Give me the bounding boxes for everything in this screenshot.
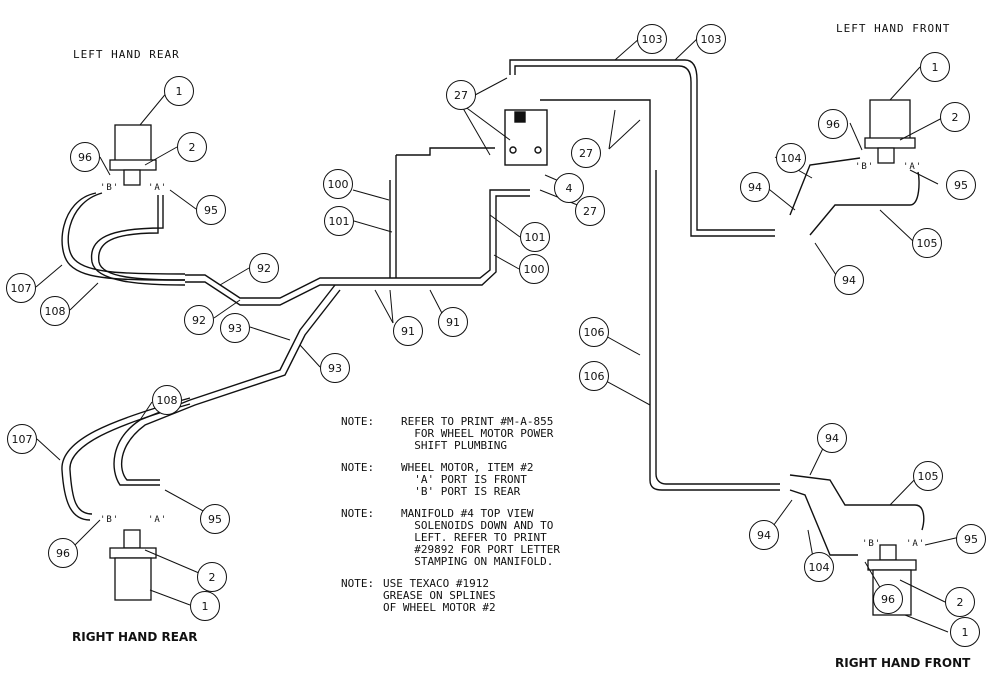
note-2: NOTE: WHEEL MOTOR, ITEM #2 'A' PORT IS F…	[341, 462, 560, 498]
balloon-rhf-94-a: 94	[817, 423, 847, 453]
balloon-lhf-96: 96	[818, 109, 848, 139]
balloon-lhf-94-b: 94	[834, 265, 864, 295]
balloon-lhr-96: 96	[70, 142, 100, 172]
hose-lines	[61, 59, 925, 556]
balloon-rhf-96: 96	[873, 584, 903, 614]
balloon-101-a: 101	[324, 206, 354, 236]
label-right-hand-rear: RIGHT HAND REAR	[72, 630, 198, 644]
balloon-rhf-94-b: 94	[749, 520, 779, 550]
label-left-hand-rear: LEFT HAND REAR	[73, 48, 180, 61]
notes-block: NOTE: REFER TO PRINT #M-A-855 FOR WHEEL …	[341, 416, 560, 624]
balloon-103-b: 103	[696, 24, 726, 54]
balloon-lhf-95: 95	[946, 170, 976, 200]
balloon-rhf-105: 105	[913, 461, 943, 491]
hose-91	[370, 189, 530, 279]
balloon-lhr-95: 95	[196, 195, 226, 225]
balloon-rhf-104: 104	[804, 552, 834, 582]
label-left-hand-front: LEFT HAND FRONT	[836, 22, 951, 35]
balloon-lhf-1: 1	[920, 52, 950, 82]
balloon-93-a: 93	[220, 313, 250, 343]
balloon-rhr-2: 2	[197, 562, 227, 592]
balloon-rhr-108: 108	[152, 385, 182, 415]
balloon-lhr-1: 1	[164, 76, 194, 106]
balloon-rhr-95: 95	[200, 504, 230, 534]
balloon-100-b: 100	[519, 254, 549, 284]
balloon-lhr-108: 108	[40, 296, 70, 326]
balloon-92-a: 92	[249, 253, 279, 283]
balloon-rhr-96: 96	[48, 538, 78, 568]
balloon-91-b: 91	[438, 307, 468, 337]
hose-107-rhr-b	[69, 403, 191, 515]
note-1-head: NOTE:	[341, 415, 375, 428]
balloon-rhf-2: 2	[945, 587, 975, 617]
note-3: NOTE: MANIFOLD #4 TOP VIEW SOLENOIDS DOW…	[341, 508, 560, 568]
note-4-head: NOTE:	[341, 577, 375, 590]
hose-93-b	[120, 289, 341, 481]
balloon-lhr-107: 107	[6, 273, 36, 303]
hose-108-lhr-b	[98, 195, 186, 281]
balloon-rhf-95: 95	[956, 524, 986, 554]
label-right-hand-front: RIGHT HAND FRONT	[835, 656, 971, 670]
port-b-rhf: 'B'	[862, 539, 882, 549]
hose-103	[509, 59, 775, 231]
port-a-lhr: 'A'	[148, 183, 168, 193]
hose-27-right	[540, 99, 651, 170]
note-1-text: REFER TO PRINT #M-A-855 FOR WHEEL MOTOR …	[401, 415, 554, 452]
balloon-27-c: 27	[571, 138, 601, 168]
port-b-rhr: 'B'	[100, 515, 120, 525]
hose-106-b	[655, 170, 780, 485]
hose-108-lhr	[90, 195, 186, 286]
balloon-92-b: 92	[184, 305, 214, 335]
port-b-lhr: 'B'	[100, 183, 120, 193]
balloon-27-a: 27	[446, 80, 476, 110]
port-b-lhf: 'B'	[855, 162, 875, 172]
note-3-head: NOTE:	[341, 507, 375, 520]
hose-107-lhr	[61, 192, 186, 281]
hose-105-lhf	[809, 171, 920, 236]
hose-107-rhr	[61, 397, 191, 521]
balloon-27-b: 27	[575, 196, 605, 226]
hose-91-b	[370, 195, 530, 286]
hose-106	[649, 170, 780, 491]
balloon-106-b: 106	[579, 361, 609, 391]
wheel-motor-lhf	[864, 99, 916, 164]
balloon-lhf-104: 104	[776, 143, 806, 173]
hose-104-rhf	[789, 489, 858, 556]
note-2-head: NOTE:	[341, 461, 375, 474]
balloon-lhf-105: 105	[912, 228, 942, 258]
hose-105-rhf	[789, 474, 925, 531]
balloon-101-b: 101	[520, 222, 550, 252]
balloon-rhf-1: 1	[950, 617, 980, 647]
port-a-rhr: 'A'	[148, 515, 168, 525]
wheel-motor-rhr	[109, 529, 157, 601]
hose-104-lhf	[789, 157, 861, 216]
manifold-4	[504, 109, 548, 166]
note-3-text: MANIFOLD #4 TOP VIEW SOLENOIDS DOWN AND …	[401, 507, 560, 568]
balloon-4: 4	[554, 173, 584, 203]
port-a-lhf: 'A'	[903, 162, 923, 172]
balloon-106-a: 106	[579, 317, 609, 347]
hose-107-lhr-b	[67, 192, 186, 275]
balloon-lhf-94-a: 94	[740, 172, 770, 202]
balloon-93-b: 93	[320, 353, 350, 383]
balloon-91-a: 91	[393, 316, 423, 346]
hose-101-top	[396, 147, 495, 156]
note-4: NOTE: USE TEXACO #1912 GREASE ON SPLINES…	[341, 578, 560, 614]
port-a-rhf: 'A'	[906, 539, 926, 549]
hose-92	[185, 274, 370, 299]
balloon-lhr-2: 2	[177, 132, 207, 162]
hose-93	[113, 284, 336, 486]
balloon-rhr-107: 107	[7, 424, 37, 454]
balloon-lhf-2: 2	[940, 102, 970, 132]
note-2-text: WHEEL MOTOR, ITEM #2 'A' PORT IS FRONT '…	[401, 461, 534, 498]
balloon-rhr-1: 1	[190, 591, 220, 621]
hose-92-b	[185, 281, 370, 306]
hose-103-b	[514, 65, 775, 237]
balloon-103-a: 103	[637, 24, 667, 54]
note-1: NOTE: REFER TO PRINT #M-A-855 FOR WHEEL …	[341, 416, 560, 452]
wheel-motor-lhr	[109, 124, 157, 186]
balloon-100-a: 100	[323, 169, 353, 199]
note-4-text: USE TEXACO #1912 GREASE ON SPLINES OF WH…	[383, 577, 496, 614]
